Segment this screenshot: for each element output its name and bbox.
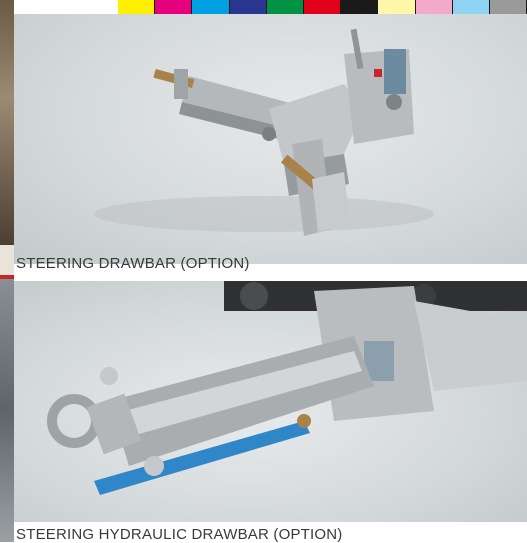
steering-drawbar-photo: [14, 14, 527, 264]
color-swatch: [118, 0, 156, 14]
color-swatch: [229, 0, 267, 14]
color-swatch: [415, 0, 453, 14]
color-swatch: [155, 0, 193, 14]
previous-page-edge: [0, 0, 14, 542]
color-calibration-bar: [118, 0, 527, 14]
color-swatch: [266, 0, 304, 14]
color-swatch: [192, 0, 230, 14]
color-swatch: [489, 0, 527, 14]
figure-caption: STEERING DRAWBAR (OPTION): [16, 255, 250, 272]
color-swatch: [303, 0, 342, 14]
color-swatch: [378, 0, 416, 14]
color-swatch: [341, 0, 379, 14]
figure-caption: STEERING HYDRAULIC DRAWBAR (OPTION): [16, 526, 343, 543]
hydraulic-drawbar-photo: [14, 281, 527, 522]
color-swatch: [452, 0, 490, 14]
